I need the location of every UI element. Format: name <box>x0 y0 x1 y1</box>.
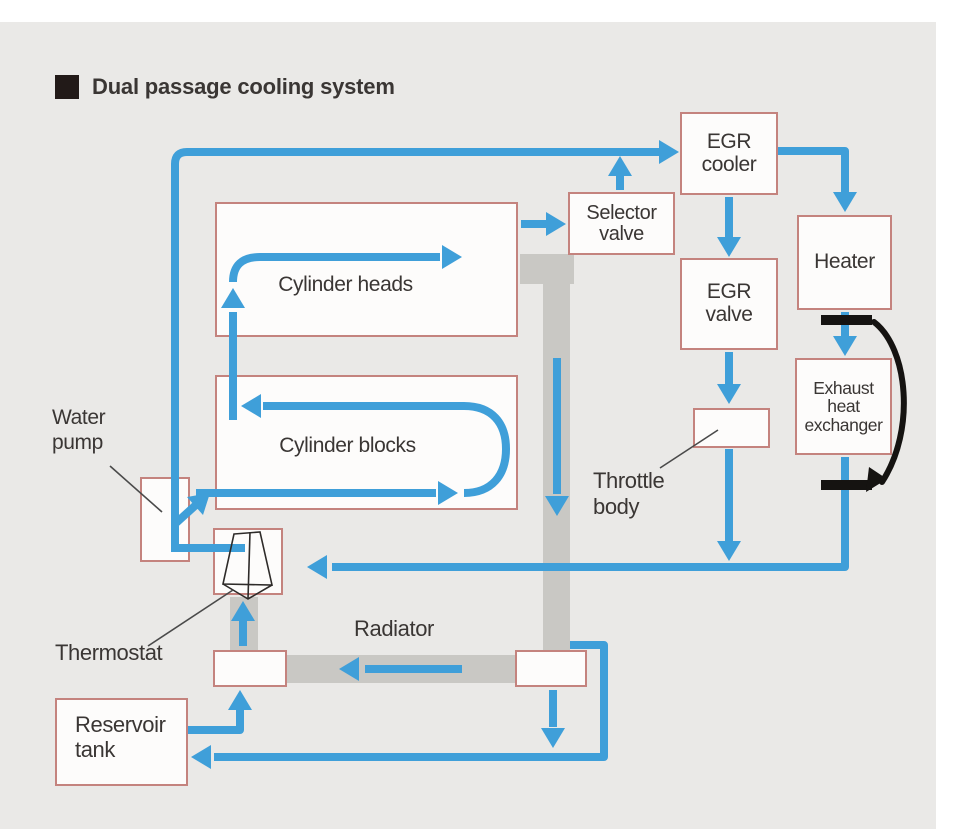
exhaust-heat-exchanger-box: Exhaust heat exchanger <box>795 358 892 455</box>
radiator-label: Radiator <box>354 616 434 641</box>
radiator-left-box <box>213 650 287 687</box>
title-bullet-square-icon <box>55 75 79 99</box>
selector-valve-box: Selector valve <box>568 192 675 255</box>
thermostat-label: Thermostat <box>55 640 163 665</box>
selector-valve-label: Selector valve <box>586 202 657 245</box>
throttle-body-label: Throttle body <box>593 468 665 519</box>
egr-cooler-box: EGR cooler <box>680 112 778 195</box>
diagram-title: Dual passage cooling system <box>55 74 395 100</box>
cylinder-blocks-box: Cylinder blocks <box>215 375 518 510</box>
thermostat-box <box>213 528 283 595</box>
cylinder-heads-label: Cylinder heads <box>278 273 413 296</box>
heater-box: Heater <box>797 215 892 310</box>
cylinder-blocks-label: Cylinder blocks <box>279 434 416 458</box>
egr-cooler-label: EGR cooler <box>701 129 757 176</box>
reservoir-tank-label: Reservoir tank <box>75 712 166 763</box>
egr-valve-label: EGR valve <box>705 280 753 326</box>
exhaust-heat-exchanger-label: Exhaust heat exchanger <box>804 377 883 435</box>
cylinder-heads-box: Cylinder heads <box>215 202 518 337</box>
reservoir-tank-box: Reservoir tank <box>55 698 188 786</box>
water-pump-label: Water pump <box>52 406 106 454</box>
throttle-body-box <box>693 408 770 448</box>
title-text: Dual passage cooling system <box>92 74 395 99</box>
egr-valve-box: EGR valve <box>680 258 778 350</box>
radiator-right-box <box>515 650 587 687</box>
water-pump-box <box>140 477 190 562</box>
heater-label: Heater <box>814 250 875 274</box>
